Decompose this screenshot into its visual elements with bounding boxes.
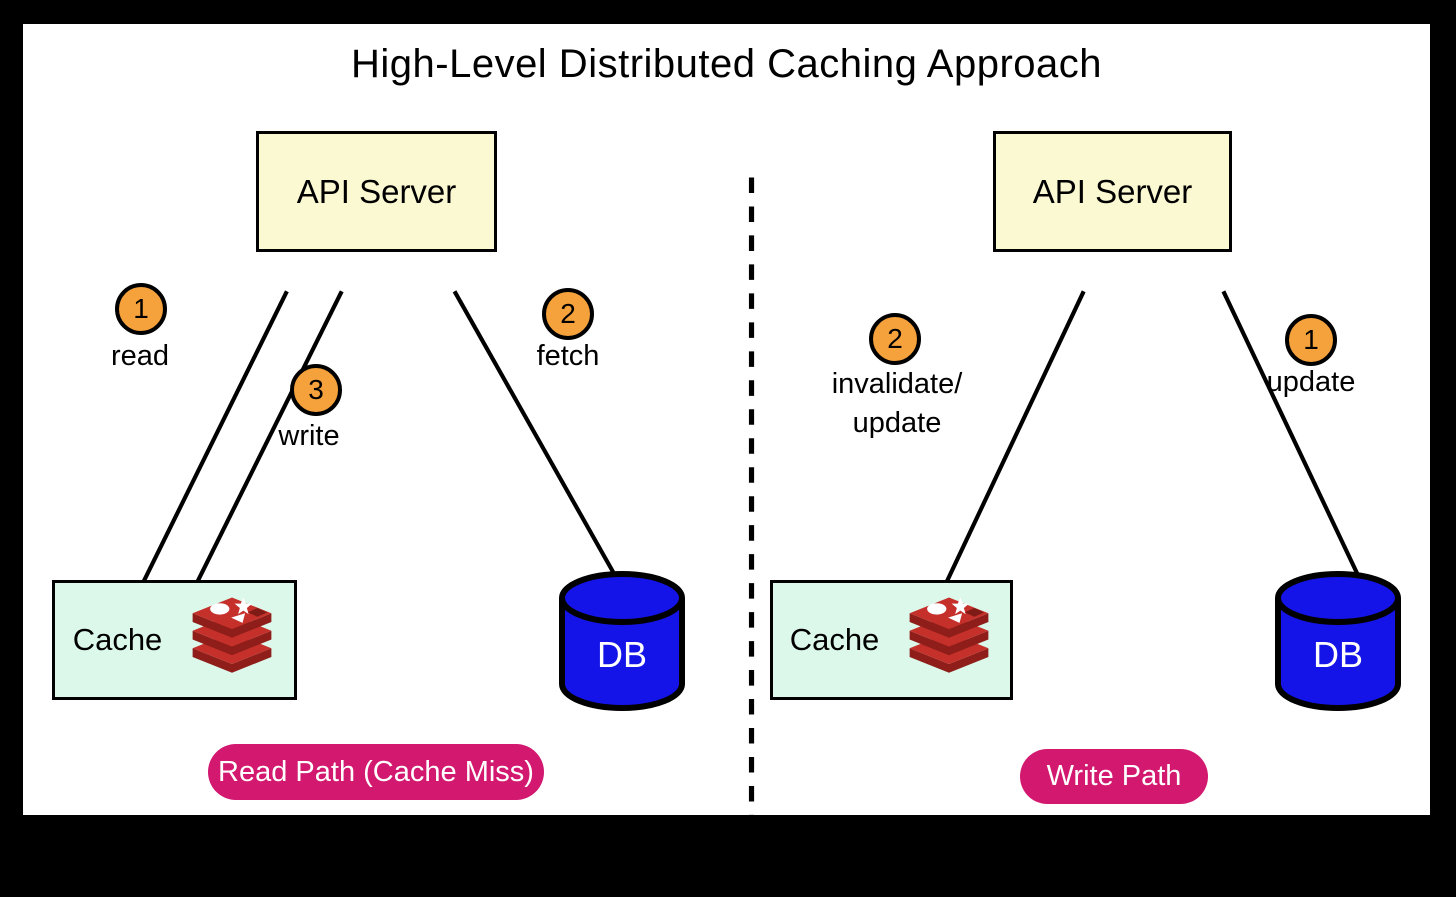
cache-label: Cache xyxy=(72,622,163,657)
read-path-badge-label: Read Path (Cache Miss) xyxy=(218,755,534,788)
step-number: 3 xyxy=(308,374,324,405)
step-number: 2 xyxy=(560,298,576,329)
cache-box-right: Cache xyxy=(770,580,1013,700)
step-label-line1: invalidate/ xyxy=(831,368,963,400)
api-server-label: API Server xyxy=(296,172,457,210)
step-badge-fetch: 2 xyxy=(542,288,594,340)
api-server-label: API Server xyxy=(1032,172,1193,210)
api-server-box-right: API Server xyxy=(993,131,1232,252)
step-number: 2 xyxy=(887,323,903,354)
step-label-read: read xyxy=(110,340,170,372)
step-badge-invalidate: 2 xyxy=(869,313,921,365)
step-number: 1 xyxy=(133,293,149,324)
db-label: DB xyxy=(596,634,647,675)
redis-icon xyxy=(188,594,276,686)
database-cylinder-icon xyxy=(557,570,687,712)
step-badge-read: 1 xyxy=(115,283,167,335)
step-label-update: update xyxy=(1266,366,1356,398)
write-path-badge-label: Write Path xyxy=(1046,760,1182,792)
step-badge-write: 3 xyxy=(290,364,342,416)
diagram-canvas: High-Level Distributed Caching Approach … xyxy=(23,24,1430,870)
cache-box-left: Cache xyxy=(52,580,297,700)
step-label-invalidate-update: invalidate/ update xyxy=(797,365,997,443)
step-number: 1 xyxy=(1303,324,1319,355)
cache-label: Cache xyxy=(789,622,880,657)
step-badge-update: 1 xyxy=(1285,314,1337,366)
step-label-write: write xyxy=(278,420,340,452)
write-path-badge: Write Path xyxy=(1020,749,1208,804)
write-arrow xyxy=(176,290,344,623)
database-cylinder-icon xyxy=(1273,570,1403,712)
api-server-box-left: API Server xyxy=(256,131,497,252)
read-path-badge: Read Path (Cache Miss) xyxy=(208,744,544,800)
step-label-fetch: fetch xyxy=(536,340,600,372)
invalidate-arrow xyxy=(927,290,1086,623)
diagram-title: High-Level Distributed Caching Approach xyxy=(350,42,1103,86)
redis-icon xyxy=(905,594,993,686)
step-label-line2: update xyxy=(852,407,942,439)
db-label: DB xyxy=(1312,634,1363,675)
